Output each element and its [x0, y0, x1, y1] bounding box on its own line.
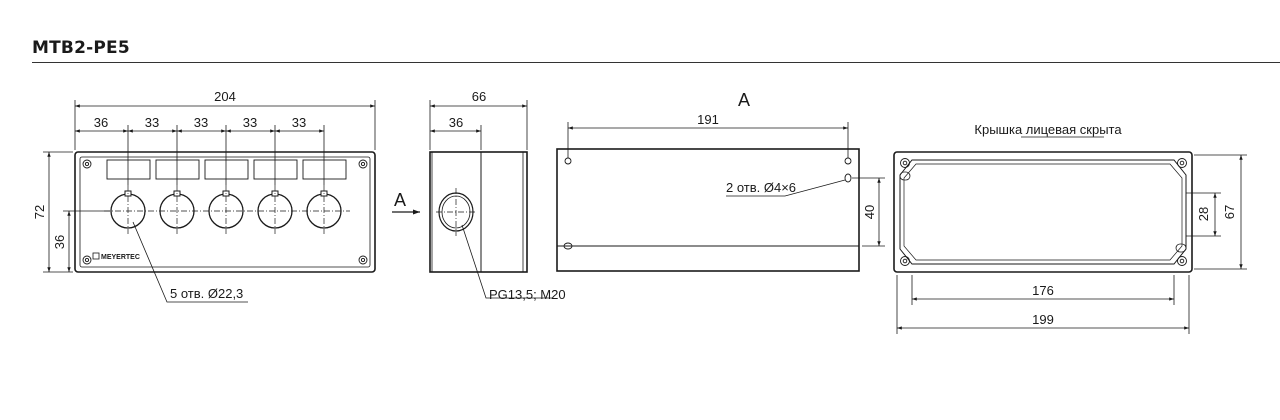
dim-overall-width: 204 [214, 89, 236, 104]
dim-inside-outer-height: 67 [1222, 205, 1237, 219]
page-title: MTB2-PE5 [32, 38, 130, 58]
back-view [556, 148, 860, 272]
front-housing-inner [79, 156, 371, 268]
front-corner-screws [82, 159, 368, 265]
back-dimensions [567, 122, 885, 247]
dim-center-height: 36 [52, 235, 67, 249]
front-holes-note: 5 отв. Ø22,3 [170, 286, 243, 301]
back-slot-right [844, 173, 852, 183]
brand-label: MEYERTEC [101, 254, 140, 261]
front-view [74, 151, 376, 273]
dim-inside-inner-height: 28 [1196, 207, 1211, 221]
side-dimensions [429, 100, 552, 299]
front-dimensions [43, 100, 376, 303]
dim-back-height: 40 [862, 205, 877, 219]
dim-spacing-1: 36 [94, 115, 108, 130]
dim-spacing-5: 33 [292, 115, 306, 130]
label-windows [106, 159, 347, 180]
inside-corner-screws [900, 158, 1187, 266]
front-centerlines [104, 185, 350, 234]
dim-inside-outer-length: 199 [1032, 312, 1054, 327]
side-view [429, 151, 528, 273]
inside-dimensions [896, 136, 1247, 334]
title-divider [32, 62, 1280, 63]
brand-logo-square [92, 252, 100, 260]
dim-side-depth: 66 [472, 89, 486, 104]
side-gland-note: PG13,5; M20 [489, 287, 566, 302]
inside-cover-note: Крышка лицевая скрыта [974, 122, 1122, 137]
dim-spacing-3: 33 [194, 115, 208, 130]
back-housing [556, 148, 860, 272]
dim-spacing-4: 33 [243, 115, 257, 130]
dim-height: 72 [32, 205, 47, 219]
back-view-label: A [738, 90, 750, 110]
back-slot-left [563, 242, 573, 250]
side-housing [429, 151, 528, 273]
back-holes-note: 2 отв. Ø4×6 [726, 180, 796, 195]
inside-housing [893, 151, 1193, 273]
dim-back-length: 191 [697, 112, 719, 127]
front-housing [74, 151, 376, 273]
dim-spacing-2: 33 [145, 115, 159, 130]
inside-view [893, 151, 1193, 273]
dim-side-offset: 36 [449, 115, 463, 130]
dim-inside-inner-length: 176 [1032, 283, 1054, 298]
inside-mounting-slots [899, 171, 1187, 253]
view-marker-a: A [394, 190, 406, 210]
